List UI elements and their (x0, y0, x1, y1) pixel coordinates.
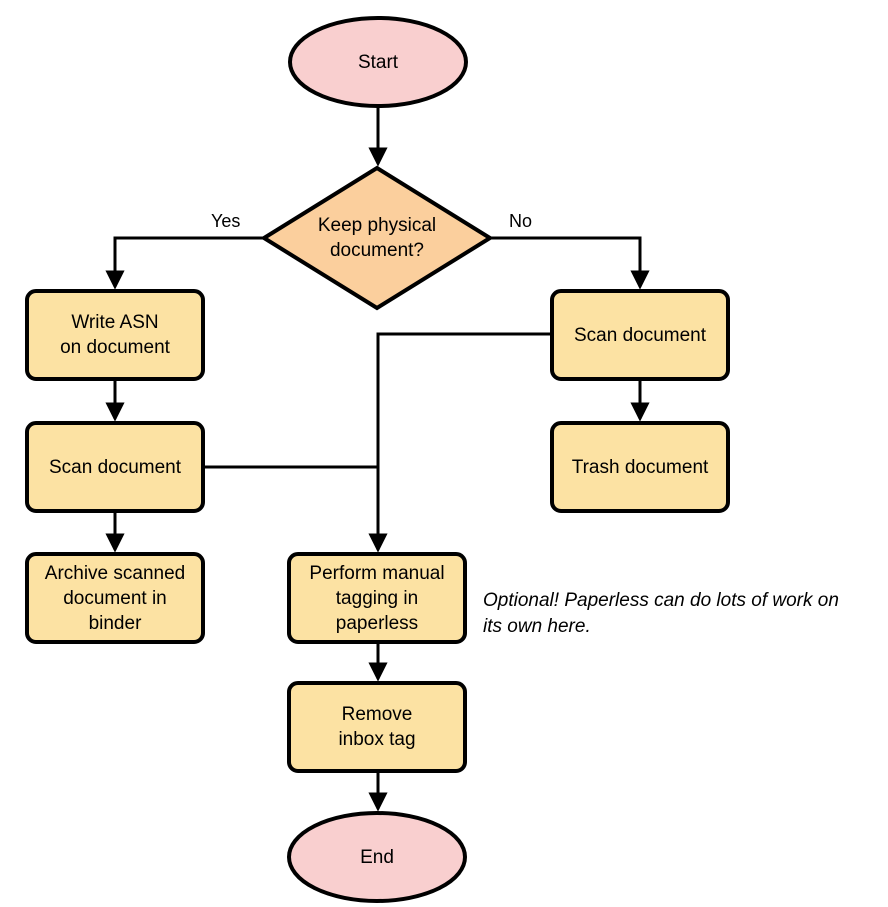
node-layer (25, 16, 730, 903)
edge-label-no: No (509, 211, 533, 231)
node-start[interactable] (288, 16, 468, 108)
node-decision-keep-physical[interactable] (260, 165, 494, 311)
node-write-asn[interactable] (25, 289, 205, 381)
node-end[interactable] (287, 811, 467, 903)
node-scan-document-right[interactable] (550, 289, 730, 381)
edge-label-yes: Yes (211, 211, 241, 231)
edge-scan-right-to-tagging (368, 332, 552, 553)
node-archive-binder[interactable] (25, 552, 205, 644)
edge-decision-no (490, 236, 650, 290)
node-manual-tagging[interactable] (287, 552, 467, 644)
edge-layer (105, 106, 650, 812)
node-remove-inbox-tag[interactable] (287, 681, 467, 773)
edge-decision-yes (105, 236, 264, 290)
optional-note: Optional! Paperless can do lots of work … (483, 590, 839, 637)
node-trash-document[interactable] (550, 421, 730, 513)
node-scan-document-left[interactable] (25, 421, 205, 513)
